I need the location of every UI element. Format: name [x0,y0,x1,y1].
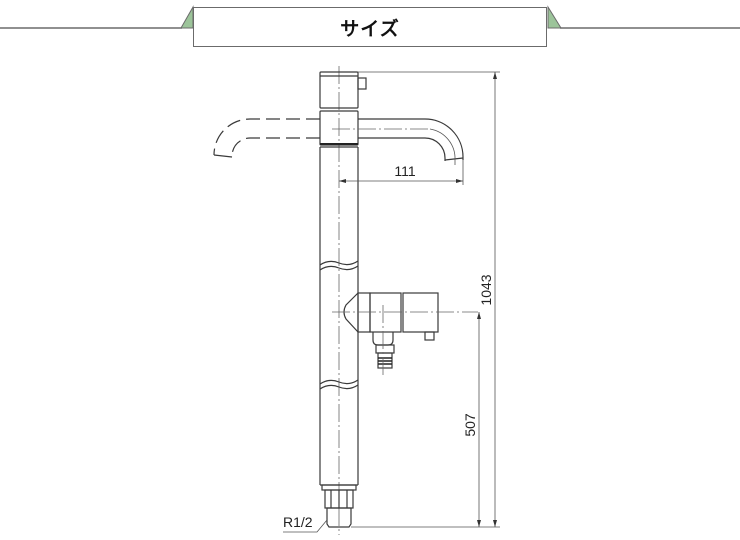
section-header: サイズ [193,7,547,47]
thread-label: R1/2 [283,514,313,530]
branch-fitting [332,292,478,375]
spout-dashed [213,118,320,158]
section-title: サイズ [340,17,400,40]
spout-block [319,110,359,146]
dimension-branch-height: 507 [462,312,481,527]
faucet-top-cap [319,71,367,109]
right-flag-icon [547,5,562,29]
dim-1043-label: 1043 [478,274,494,305]
thread-callout: R1/2 [283,514,328,533]
header-decoration [0,5,740,29]
dim-507-label: 507 [462,413,478,437]
dim-111-label: 111 [394,163,415,179]
left-flag-icon [180,5,194,29]
dimension-total-height: 1043 [358,71,500,527]
spout-solid [332,118,464,165]
dimension-spout-reach: 111 [339,160,464,185]
bottom-fitting [321,484,357,528]
